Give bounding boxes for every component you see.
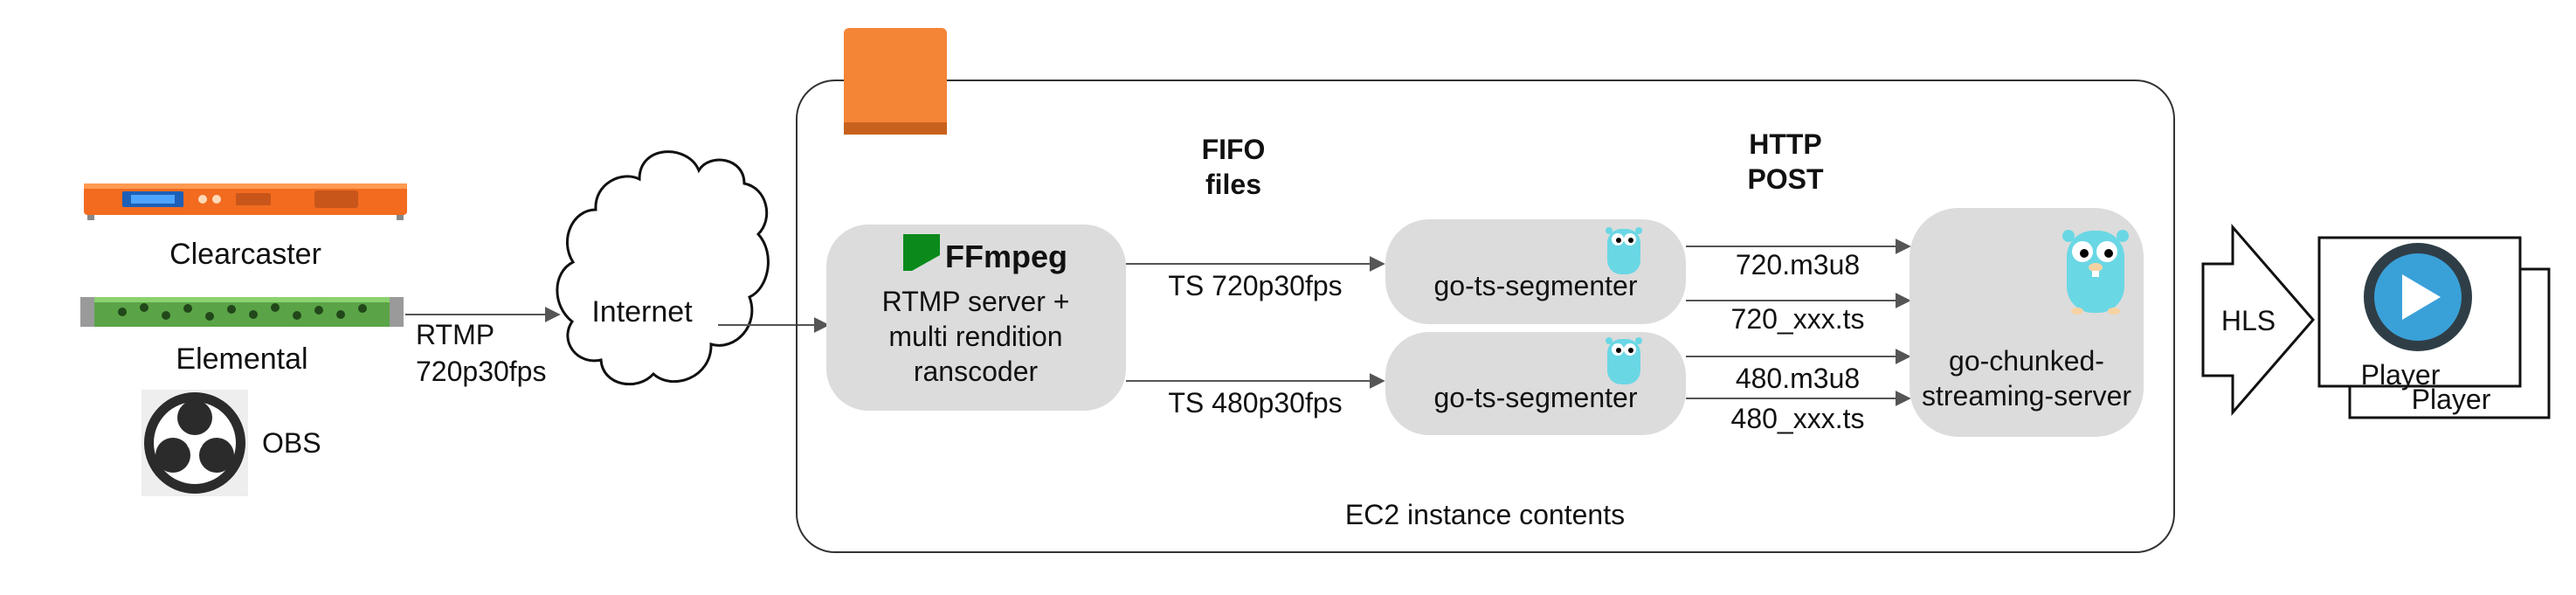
gopher-icon xyxy=(1606,227,1642,274)
ts-480-label: 480_xxx.ts xyxy=(1731,403,1865,434)
gopher-icon xyxy=(2062,230,2129,315)
ffmpeg-line1: RTMP server + xyxy=(882,286,1070,317)
elemental-device-icon xyxy=(80,297,404,327)
ts480-label: TS 480p30fps xyxy=(1168,387,1342,419)
ffmpeg-logo-icon: FFmpeg xyxy=(903,234,1067,274)
hls-label: HLS xyxy=(2221,305,2276,336)
segmenter-bottom-node: go-ts-segmenter xyxy=(1385,332,1686,435)
ec2-instance-boundary xyxy=(796,80,2175,553)
ffmpeg-line3: ranscoder xyxy=(914,356,1039,387)
m3u8-480-label: 480.m3u8 xyxy=(1736,363,1860,394)
rtmp-format-label: 720p30fps xyxy=(416,356,546,387)
ts-720-label: 720_xxx.ts xyxy=(1731,303,1865,335)
http-label-line1: HTTP xyxy=(1749,128,1822,160)
player-back-label: Player xyxy=(2412,384,2491,415)
obs-label: OBS xyxy=(262,427,321,459)
player-front: Player xyxy=(2317,236,2522,391)
fifo-label-line2: files xyxy=(1205,169,1261,200)
ffmpeg-line2: multi rendition xyxy=(888,321,1062,352)
m3u8-720-label: 720.m3u8 xyxy=(1736,249,1860,280)
elemental-label: Elemental xyxy=(176,342,307,376)
segmenter-top-label: go-ts-segmenter xyxy=(1434,270,1638,301)
hls-arrow xyxy=(2201,223,2315,417)
ec2-caption: EC2 instance contents xyxy=(1345,499,1625,530)
ffmpeg-node: FFmpeg RTMP server + multi rendition ran… xyxy=(826,225,1126,411)
obs-logo-icon xyxy=(142,390,248,496)
player-front-label: Player xyxy=(2361,359,2441,391)
http-label-line2: POST xyxy=(1747,163,1824,195)
internet-label: Internet xyxy=(591,295,693,329)
server-line1: go-chunked- xyxy=(1949,345,2104,377)
ffmpeg-logo-text: FFmpeg xyxy=(945,239,1067,274)
streaming-server-node: go-chunked- streaming-server xyxy=(1910,208,2144,437)
fifo-label-line1: FIFO xyxy=(1202,134,1266,165)
play-icon xyxy=(2364,243,2472,351)
ts720-label: TS 720p30fps xyxy=(1168,270,1342,301)
clearcaster-device-icon xyxy=(84,183,407,220)
gopher-icon xyxy=(1606,337,1642,384)
server-line2: streaming-server xyxy=(1922,380,2131,412)
cloud-icon xyxy=(556,150,770,386)
aws-ec2-icon xyxy=(844,28,947,135)
rtmp-protocol-label: RTMP xyxy=(416,319,494,350)
clearcaster-label: Clearcaster xyxy=(169,238,321,271)
segmenter-bottom-label: go-ts-segmenter xyxy=(1434,382,1638,413)
segmenter-top-node: go-ts-segmenter xyxy=(1385,219,1686,324)
